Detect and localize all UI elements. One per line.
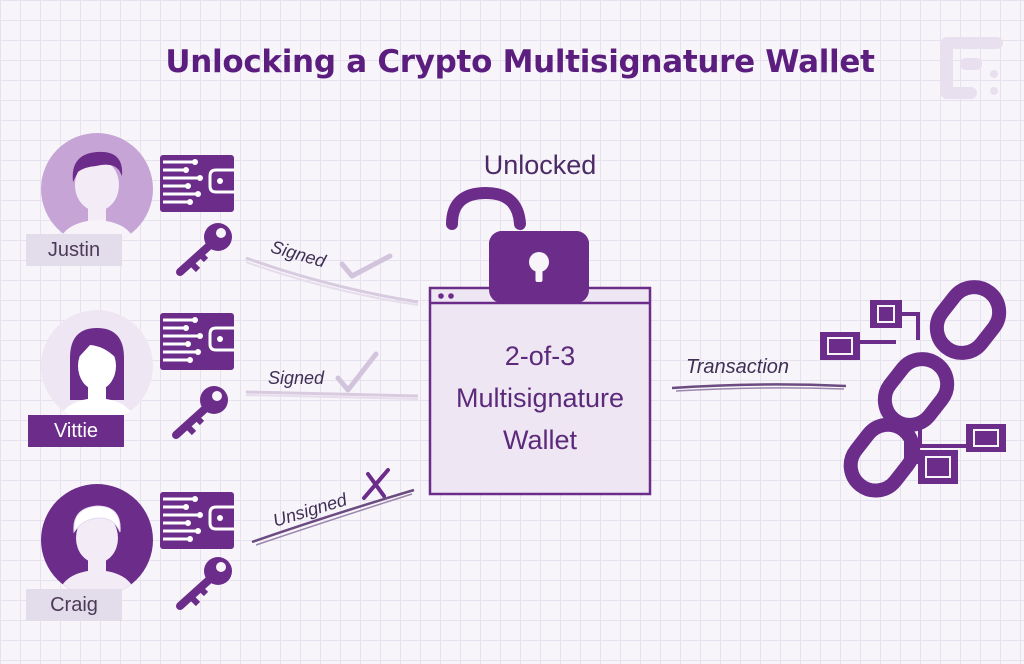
wallet-label-line2: Multisignature	[455, 383, 625, 413]
chip-icon	[160, 313, 234, 370]
wallet-window	[428, 231, 652, 496]
participant-name-vittie: Vittie	[28, 415, 124, 447]
participant-name-justin: Justin	[26, 234, 122, 266]
check-mark-icon	[335, 351, 379, 393]
signature-line-justin	[245, 256, 419, 306]
signature-line-craig	[251, 488, 415, 546]
cross-mark-icon	[362, 468, 390, 500]
key-icon	[172, 386, 228, 439]
key-icon	[176, 223, 232, 276]
wallet-label-line3: Wallet	[502, 425, 577, 455]
blockchain-icon	[820, 280, 1007, 498]
page-title: Unlocking a Crypto Multisignature Wallet	[165, 44, 875, 80]
transaction-label: Transaction	[686, 356, 790, 378]
brand-logo	[941, 37, 1003, 99]
signature-status-vittie: Signed	[268, 368, 325, 388]
lock-status-label: Unlocked	[483, 150, 597, 180]
key-icon	[176, 557, 232, 610]
avatar-craig	[41, 484, 153, 596]
transaction-line	[671, 383, 847, 392]
chip-icon	[160, 492, 234, 549]
avatar-justin	[41, 133, 153, 245]
avatar-vittie	[41, 310, 153, 422]
check-mark-icon	[339, 253, 393, 279]
wallet-label-line1: 2-of-3	[504, 341, 576, 371]
signature-line-vittie	[245, 390, 419, 400]
wallet-label: 2-of-3 Multisignature Wallet	[430, 335, 650, 461]
chip-icon	[160, 155, 234, 212]
participant-name-craig: Craig	[26, 589, 122, 621]
